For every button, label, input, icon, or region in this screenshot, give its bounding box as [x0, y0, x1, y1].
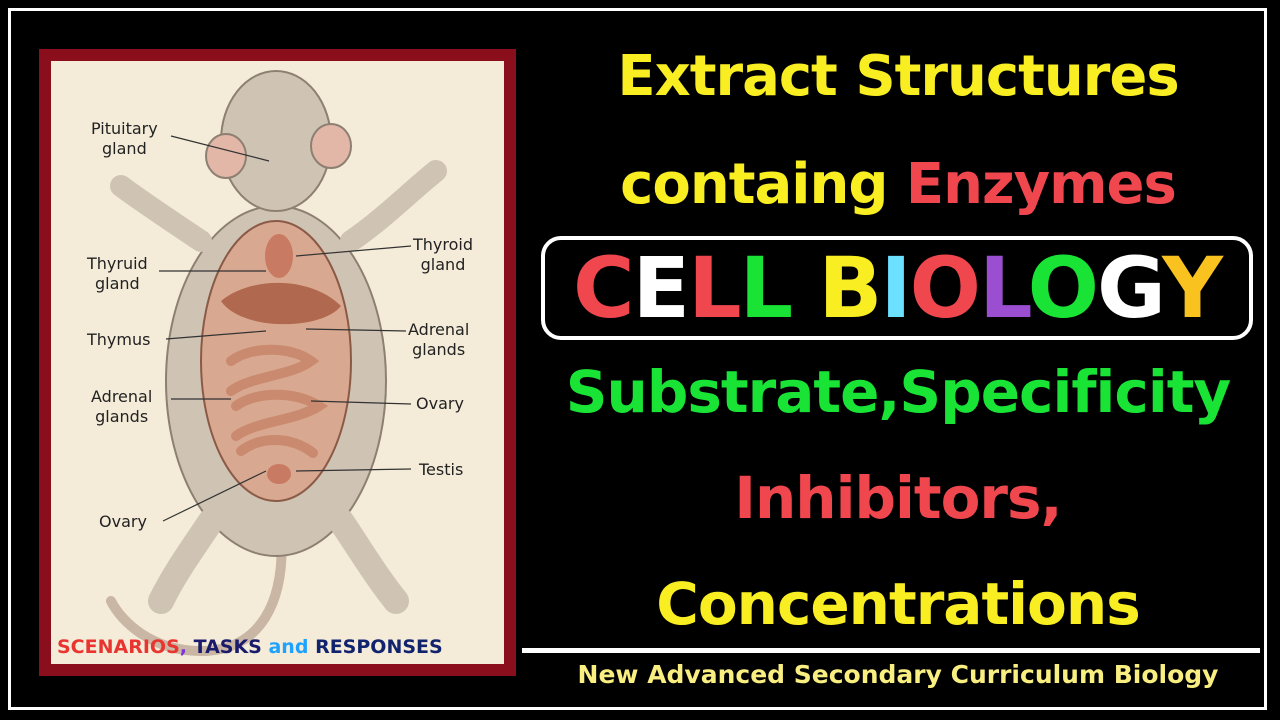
- headline-substrate-specificity: Substrate,Specificity: [565, 358, 1231, 426]
- caption-responses: RESPONSES: [308, 636, 443, 658]
- banner-letter: I: [880, 239, 911, 337]
- banner-letter: G: [1097, 239, 1164, 337]
- label-thymus: Thymus: [87, 330, 151, 349]
- banner-letter: L: [979, 239, 1030, 337]
- banner-letter: O: [909, 239, 981, 337]
- banner-letter: L: [688, 239, 742, 337]
- banner-letter: C: [573, 239, 635, 337]
- label-pituitary-gland: Pituitary gland: [91, 119, 158, 158]
- rat-drawing: [106, 70, 447, 657]
- banner-letter: O: [1027, 239, 1099, 337]
- banner-letter: B: [818, 239, 882, 337]
- label-testis: Testis: [419, 460, 464, 479]
- headline-enzymes: Enzymes: [905, 152, 1177, 217]
- banner-letter: L: [739, 239, 794, 337]
- caption-comma: ,: [179, 636, 187, 658]
- headline-concentrations: Concentrations: [656, 570, 1140, 638]
- caption-scenarios: SCENARIOS: [57, 636, 180, 658]
- label-ovary-right: Ovary: [416, 394, 464, 413]
- label-adrenal-glands-left: Adrenal glands: [91, 387, 153, 426]
- banner-letter: Y: [1162, 239, 1223, 337]
- headline-inhibitors: Inhibitors,: [734, 464, 1062, 532]
- divider-line: [522, 648, 1260, 653]
- label-ovary-left: Ovary: [99, 512, 147, 531]
- banner-letter: E: [632, 239, 690, 337]
- caption-tasks: TASKS: [186, 636, 262, 658]
- label-thyroid-gland: Thyroid gland: [413, 235, 473, 274]
- banner-letter: [791, 239, 818, 337]
- headline-containg: containg: [620, 152, 888, 217]
- cell-biology-text: CELL BIOLOGY: [545, 240, 1249, 336]
- headline-line2: containg Enzymes: [516, 152, 1280, 217]
- title-area: Extract Structures containg Enzymes CELL…: [516, 0, 1280, 720]
- rat-anatomy-illustration: Pituitary gland Thyruid gland Thymus Adr…: [51, 61, 504, 664]
- label-adrenal-glands-right: Adrenal glands: [408, 320, 470, 359]
- outer-frame: [8, 8, 1267, 710]
- illustration-panel: Pituitary gland Thyruid gland Thymus Adr…: [39, 49, 516, 676]
- label-thyruid-gland: Thyruid gland: [87, 254, 148, 293]
- cell-biology-banner: CELL BIOLOGY: [541, 236, 1253, 340]
- scenarios-caption: SCENARIOS, TASKS and RESPONSES: [57, 636, 443, 658]
- caption-and: and: [261, 636, 309, 658]
- headline-line1: Extract Structures: [617, 44, 1179, 109]
- footer-text: New Advanced Secondary Curriculum Biolog…: [577, 660, 1219, 689]
